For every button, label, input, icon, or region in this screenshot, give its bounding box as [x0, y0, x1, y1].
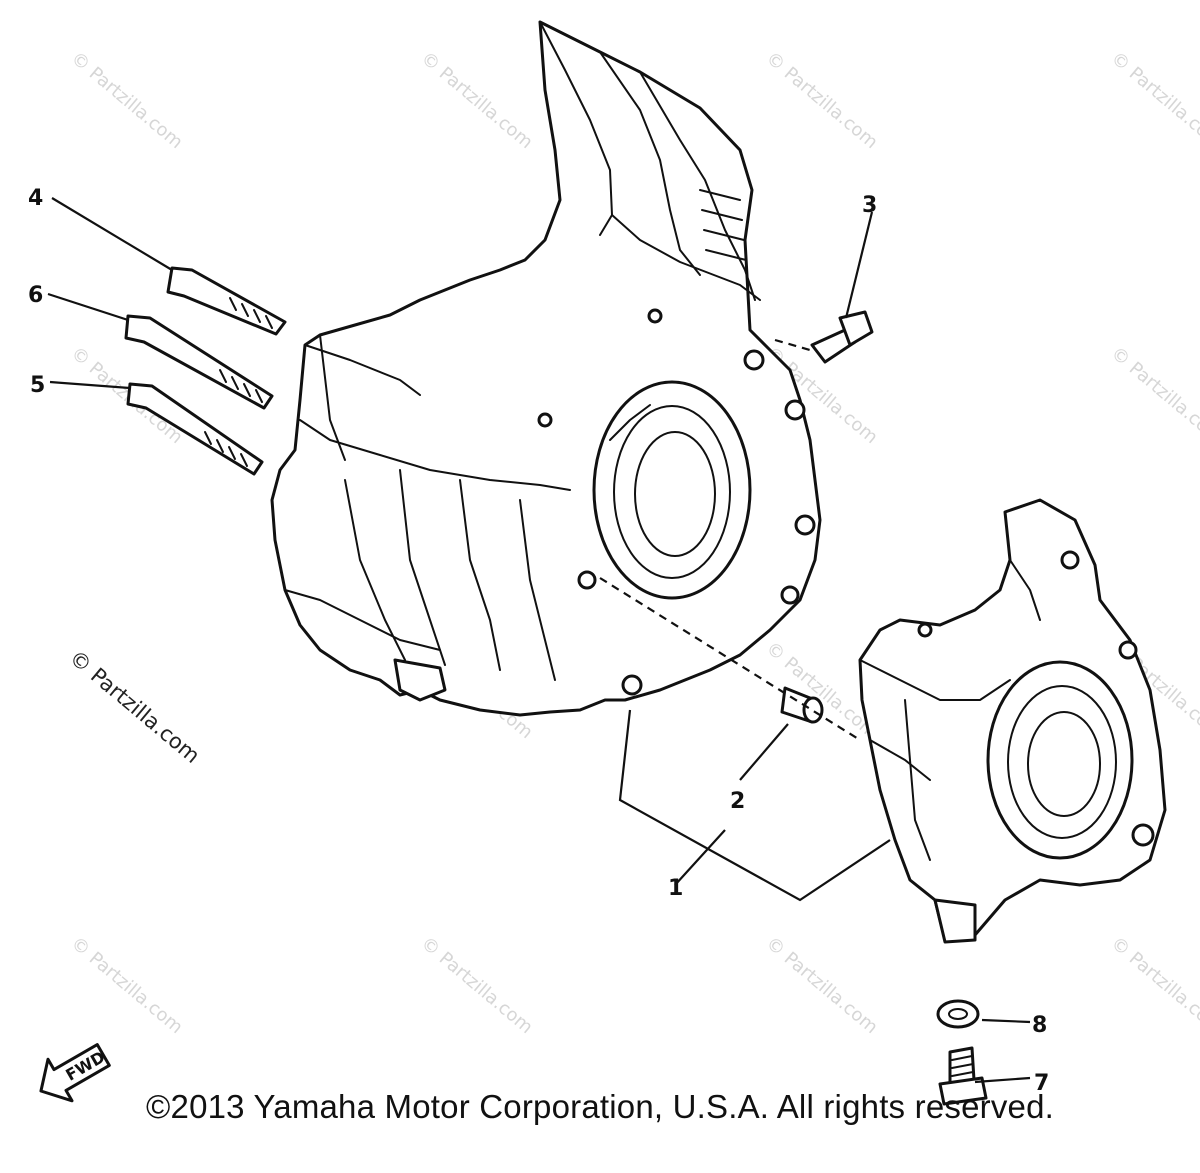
watermark: © Partzilla.com	[762, 48, 882, 153]
callout-4: 4	[28, 186, 43, 211]
watermark-dark: © Partzilla.com	[65, 645, 205, 768]
watermark: © Partzilla.com	[762, 933, 882, 1038]
callout-1: 1	[668, 876, 683, 901]
callout-labels: 4 6 5 3 2 1 8 7	[28, 186, 1049, 1096]
callout-5: 5	[30, 373, 45, 398]
callout-6: 6	[28, 283, 43, 308]
callout-8: 8	[1032, 1013, 1047, 1038]
callout-3: 3	[862, 193, 877, 218]
callout-7: 7	[1034, 1071, 1049, 1096]
watermark: © Partzilla.com	[417, 48, 537, 153]
drain-bolt	[810, 310, 874, 364]
copyright-notice: ©2013 Yamaha Motor Corporation, U.S.A. A…	[146, 1088, 1054, 1125]
crankcase-main	[270, 20, 822, 717]
watermark: © Partzilla.com	[67, 48, 187, 153]
leader-lines	[47, 197, 1031, 1084]
watermark: © Partzilla.com	[417, 933, 537, 1038]
washer	[936, 999, 980, 1029]
crankcase-right-half	[858, 498, 1167, 944]
watermark: © Partzilla.com	[1107, 48, 1200, 153]
watermark: © Partzilla.com	[1107, 933, 1200, 1038]
watermark: © Partzilla.com	[67, 343, 187, 448]
bolt-5	[126, 382, 264, 476]
watermark: © Partzilla.com	[67, 933, 187, 1038]
watermark: © Partzilla.com	[1107, 343, 1200, 448]
bolt-6	[124, 314, 274, 410]
bolt-4	[166, 266, 287, 336]
bolt-7	[938, 1046, 988, 1106]
callout-2: 2	[730, 789, 745, 814]
